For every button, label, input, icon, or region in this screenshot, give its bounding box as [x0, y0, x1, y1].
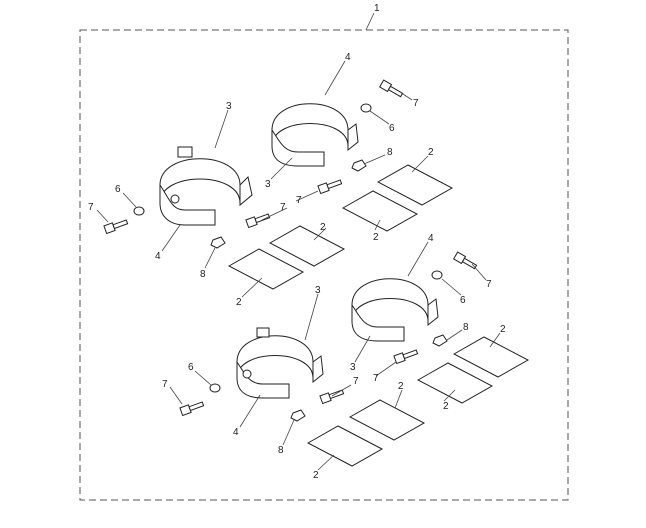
callout-bolt: 7: [486, 279, 492, 290]
callout-clamp-half: 3: [350, 362, 356, 373]
kit-boundary: [79, 29, 569, 501]
callout-bolt: 7: [353, 376, 359, 387]
pad: [416, 362, 494, 404]
callout-pad: 2: [313, 470, 319, 481]
clamp: [351, 278, 439, 342]
callout-washer: 6: [115, 184, 121, 195]
callout-pad: 2: [373, 232, 379, 243]
pad: [348, 399, 426, 441]
pad: [376, 164, 454, 206]
pad: [341, 190, 419, 232]
clamp: [159, 146, 253, 226]
callout-bolt: 7: [373, 373, 379, 384]
callout-clamp-half: 4: [345, 52, 351, 63]
clamp: [236, 327, 324, 399]
callout-pad: 2: [398, 381, 404, 392]
callout-nut: 8: [387, 147, 393, 158]
callout-nut: 8: [463, 322, 469, 333]
callout-bolt: 7: [88, 202, 94, 213]
bolts: [103, 79, 478, 417]
callout-bolt: 7: [280, 202, 286, 213]
clamp: [271, 103, 359, 167]
callout-washer: 6: [389, 123, 395, 134]
callout-nut: 8: [200, 269, 206, 280]
washers-nuts: [133, 103, 448, 422]
callout-clamp-half: 3: [265, 179, 271, 190]
pad: [306, 425, 384, 467]
callout-nut: 8: [278, 445, 284, 456]
callouts: 1 4 7 6 3 8 2 3 6 7 7 7 2 2 4 4 8 7 2 6 …: [88, 3, 506, 481]
callout-washer: 6: [460, 295, 466, 306]
leader-lines: [96, 12, 501, 471]
callout-clamp-half: 4: [233, 427, 239, 438]
callout-pad: 2: [500, 324, 506, 335]
callout-bolt: 7: [162, 379, 168, 390]
pads: [227, 164, 530, 467]
callout-pad: 2: [428, 147, 434, 158]
callout-pad: 2: [443, 401, 449, 412]
callout-clamp-half: 3: [226, 101, 232, 112]
callout-pad: 2: [236, 297, 242, 308]
pad: [452, 336, 530, 378]
callout-clamp-half: 3: [315, 285, 321, 296]
callout-kit: 1: [374, 3, 380, 14]
callout-pad: 2: [320, 222, 326, 233]
callout-clamp-half: 4: [428, 233, 434, 244]
callout-bolt: 7: [413, 98, 419, 109]
pad: [268, 225, 346, 267]
callout-clamp-half: 4: [155, 251, 161, 262]
callout-bolt: 7: [296, 195, 302, 206]
callout-washer: 6: [188, 362, 194, 373]
